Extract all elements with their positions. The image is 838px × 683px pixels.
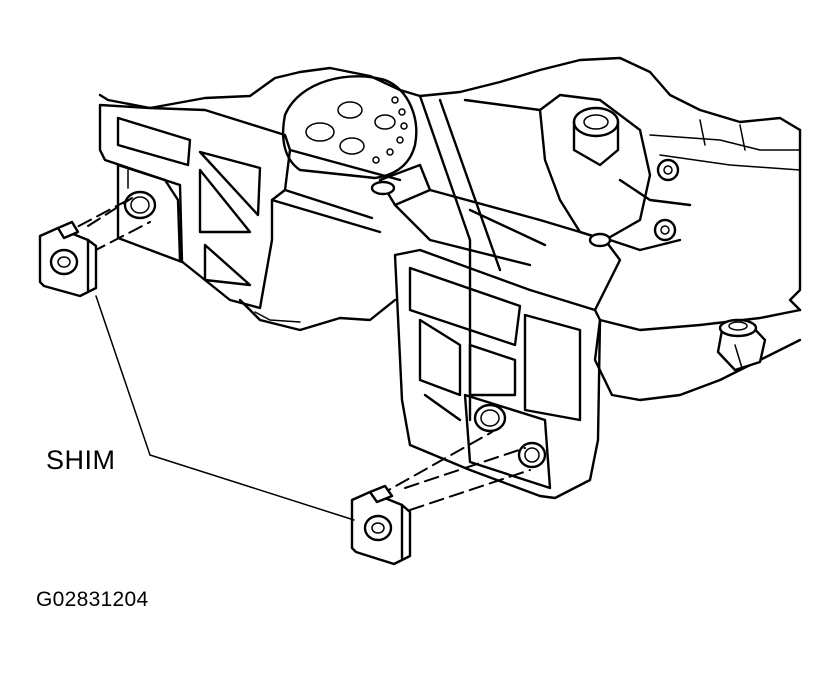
left-mount-bracket bbox=[98, 103, 402, 310]
shim-upper bbox=[38, 197, 151, 298]
figure-code: G02831204 bbox=[36, 588, 149, 611]
centre-tie-bar bbox=[370, 163, 602, 267]
crankshaft-pulley bbox=[281, 75, 418, 180]
right-mount-bracket bbox=[393, 93, 652, 500]
mounting-bolt bbox=[716, 318, 767, 372]
engine-block bbox=[98, 56, 802, 402]
shim-lower bbox=[350, 431, 531, 566]
callout-leader-lines bbox=[95, 295, 355, 521]
shim-callout-label: SHIM bbox=[46, 445, 116, 475]
